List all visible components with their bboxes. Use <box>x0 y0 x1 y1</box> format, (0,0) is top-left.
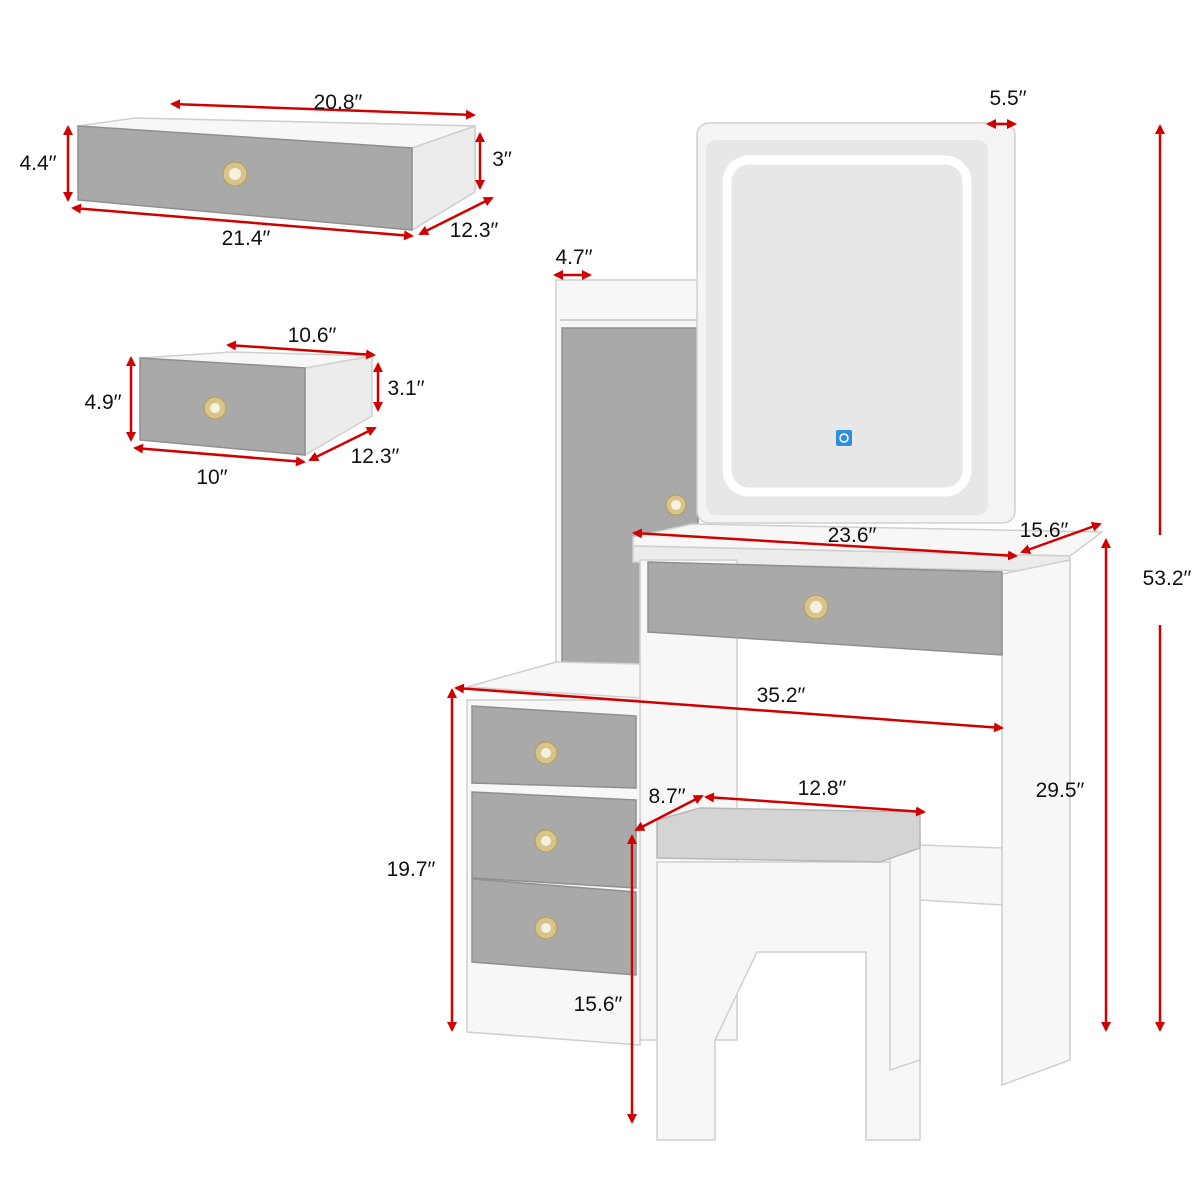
label-stool-depth: 8.7′′ <box>648 785 685 808</box>
label-table-top-depth: 15.6′′ <box>1020 519 1069 542</box>
label-stool-width: 12.8′′ <box>798 777 847 800</box>
label-large-drawer-top-width: 20.8′′ <box>314 91 363 114</box>
label-total-width: 35.2′′ <box>757 684 806 707</box>
dimension-labels: 20.8′′ 4.4′′ 3′′ 21.4′′ 12.3′′ 10.6′′ 4.… <box>19 87 1191 1016</box>
label-large-drawer-height: 4.4′′ <box>19 152 56 175</box>
arrow-stool-depth <box>634 794 704 832</box>
stool-side <box>889 834 921 1072</box>
mirror-led-strip <box>722 155 972 497</box>
arrow-table-top-depth <box>1020 521 1102 555</box>
label-cabinet-height: 19.7′′ <box>387 858 436 881</box>
label-stool-height: 15.6′′ <box>574 993 623 1016</box>
drawer-chest <box>466 661 641 1046</box>
table-drawer-knob <box>803 594 829 620</box>
table-right-panel <box>1001 559 1071 1087</box>
small-drawer-knob <box>203 396 227 420</box>
arrow-table-top-width <box>632 528 1018 561</box>
label-large-drawer-depth: 12.3′′ <box>450 219 499 242</box>
arrow-small-drawer-top-width <box>226 340 376 360</box>
label-large-drawer-front-width: 21.4′′ <box>222 227 271 250</box>
touch-sensor-icon <box>836 430 852 446</box>
arrow-total-width <box>454 683 1004 733</box>
stool-cushion <box>656 807 921 863</box>
table-back-rail <box>919 844 1003 906</box>
label-small-drawer-depth: 12.3′′ <box>351 445 400 468</box>
led-mirror <box>696 122 1016 524</box>
arrow-small-drawer-depth <box>308 426 377 462</box>
label-small-drawer-front-width: 10′′ <box>196 466 227 489</box>
chest-knob-1 <box>534 741 558 765</box>
arrow-large-drawer-front-width <box>71 203 414 241</box>
label-shelf-depth: 4.7′′ <box>555 246 592 269</box>
label-large-drawer-inner-height: 3′′ <box>492 148 512 171</box>
arrow-large-drawer-depth <box>418 196 494 236</box>
label-small-drawer-top-width: 10.6′′ <box>288 324 337 347</box>
label-small-drawer-height: 4.9′′ <box>84 391 121 414</box>
side-cabinet-knob <box>665 494 687 516</box>
label-small-drawer-inner-height: 3.1′′ <box>387 377 424 400</box>
mirror-glass <box>706 140 988 515</box>
chest-knob-2 <box>534 829 558 853</box>
chest-knob-3 <box>534 916 558 940</box>
label-table-top-width: 23.6′′ <box>828 524 877 547</box>
arrow-large-drawer-top-width <box>170 99 476 120</box>
chest-top <box>466 661 641 699</box>
label-table-height: 29.5′′ <box>1036 779 1085 802</box>
large-drawer-knob <box>222 161 248 187</box>
arrow-stool-width <box>704 792 926 817</box>
dimension-arrows <box>63 99 1165 1124</box>
label-mirror-depth: 5.5′′ <box>989 87 1026 110</box>
stool <box>656 807 921 1141</box>
small-drawer-side <box>304 355 373 457</box>
stool-body <box>656 861 921 1141</box>
arrow-small-drawer-front-width <box>133 443 306 467</box>
label-total-height: 53.2′′ <box>1143 567 1192 590</box>
small-drawer <box>139 351 373 457</box>
vanity-set <box>466 122 1105 1141</box>
